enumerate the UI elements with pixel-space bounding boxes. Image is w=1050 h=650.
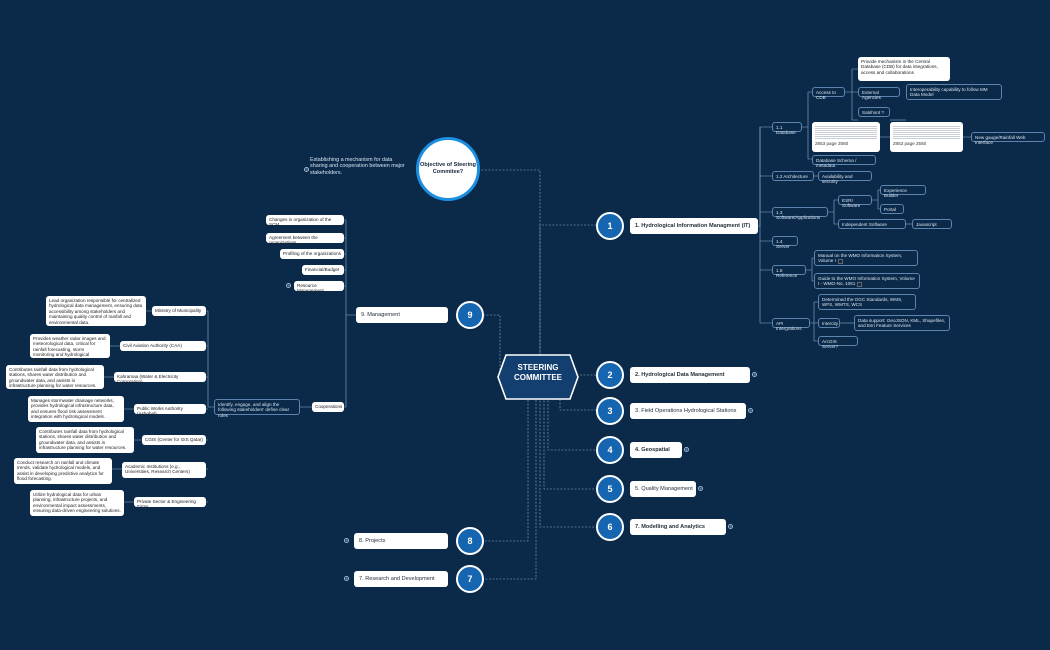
expand-icon[interactable]: + [752, 372, 757, 377]
objective-text: Establishing a mechanism for data sharin… [310, 157, 405, 176]
agreement-node[interactable]: Agreement between the organizations [266, 233, 344, 245]
branch-8-node[interactable]: 8. Projects [354, 533, 448, 549]
database-schema-node[interactable]: Database Schema / metadata [812, 155, 876, 168]
page-caption-1: 2853 page 2550 [815, 141, 849, 146]
availability-node[interactable]: Availability and security [818, 171, 872, 184]
independent-software-node[interactable]: Independent Software [838, 219, 906, 229]
branch-number-8[interactable]: 8 [456, 527, 484, 555]
link-icon[interactable] [857, 281, 863, 287]
org-name-3[interactable]: Public Works Authority (Ashghal) [134, 404, 206, 416]
branch-number-3[interactable]: 3 [596, 397, 624, 425]
org-name-6[interactable]: Private Sector & Engineering Firms [134, 497, 206, 509]
branch-5-node[interactable]: 5. Quality Management [630, 481, 696, 497]
org-desc-3[interactable]: Manages stormwater drainage networks, pr… [28, 396, 124, 422]
objective-title: Objective of Steering Commitee? [420, 162, 476, 175]
branch-3-node[interactable]: 3. Field Operations Hydrological Station… [630, 403, 746, 419]
branch-number-9[interactable]: 9 [456, 301, 484, 329]
document-preview-image [893, 125, 960, 139]
branch-number-7[interactable]: 7 [456, 565, 484, 593]
branch-number-5[interactable]: 5 [596, 475, 624, 503]
server-node[interactable]: 1.4 Server [772, 236, 798, 249]
interoperability-api-node[interactable]: Intercity [818, 318, 840, 328]
org-name-1[interactable]: Civil Aviation Authority (CAA) [120, 341, 206, 351]
resource-node[interactable]: Resource Management [294, 281, 344, 293]
ogc-standards-node[interactable]: Determined the OGC Standards, WMS, WFS, … [818, 294, 916, 310]
branch-2-node[interactable]: 2. Hydrological Data Management [630, 367, 750, 383]
identify-node[interactable]: Identify, engage, and align the followin… [214, 399, 300, 418]
software-node[interactable]: 1.3 Software/Applications [772, 207, 828, 220]
architecture-node[interactable]: 1.2 Architecture [772, 171, 814, 181]
branch-7-node[interactable]: 7. Research and Development [354, 571, 448, 587]
portal-node[interactable]: Portal [880, 204, 904, 214]
javascript-node[interactable]: Javascript [912, 219, 952, 229]
changes-node[interactable]: Changes in organization of the SCM [266, 215, 344, 227]
arcgis-server-node[interactable]: ArcGIS Server? [818, 336, 858, 349]
objective-node[interactable]: Objective of Steering Commitee? [416, 137, 480, 201]
expand-icon[interactable]: + [344, 576, 349, 581]
page-caption-2: 2853 page 2550 [893, 141, 927, 146]
org-name-2[interactable]: Kahramaa (Water & Electricity Corporatio… [114, 372, 206, 384]
external-agencies-node[interactable]: External Agencies [858, 87, 900, 100]
experience-builder-node[interactable]: Experience Builder [880, 185, 926, 198]
expand-icon[interactable]: + [728, 524, 733, 529]
interoperability-node[interactable]: Interoperability capability to follow MM… [906, 84, 1002, 100]
reference-node[interactable]: 1.5 Reference [772, 265, 806, 278]
center-line-2: COMMITTEE [514, 373, 562, 382]
page-thumbnail-2[interactable]: 2853 page 2550 [890, 122, 963, 152]
branch-6-node[interactable]: 7. Modelling and Analytics [630, 519, 726, 535]
org-name-0[interactable]: Ministry of Municipality [152, 306, 206, 316]
center-line-1: STEERING [517, 363, 559, 372]
branch-4-node[interactable]: 4. Geospatial [630, 442, 682, 458]
manual-reference-node[interactable]: Manual on the WMO Information System, Vo… [814, 250, 918, 266]
org-desc-2[interactable]: Contributes rainfall data from hydrologi… [6, 365, 104, 389]
branch-number-4[interactable]: 4 [596, 436, 624, 464]
access-cdb-node[interactable]: Access to CDB [812, 87, 845, 100]
cdb-description-node[interactable]: Provide mechanism in the Central Databas… [858, 57, 950, 81]
manual-reference-text: Manual on the WMO Information System, Vo… [818, 253, 903, 264]
expand-icon[interactable]: + [304, 167, 309, 172]
center-title: STEERING COMMITTEE [496, 363, 580, 383]
page-thumbnail-1[interactable]: 2853 page 2550 [812, 122, 880, 152]
expand-icon[interactable]: + [748, 408, 753, 413]
database-node[interactable]: 1.1 Database [772, 122, 802, 135]
branch-number-6[interactable]: 6 [596, 513, 624, 541]
satshoot-node[interactable]: Satshoot ? [858, 107, 890, 117]
org-name-4[interactable]: CGIS (Center for GIS Qatar) [142, 435, 206, 445]
guide-reference-node[interactable]: Guide to the WMO Information System, Vol… [814, 273, 920, 289]
org-desc-4[interactable]: Contributes rainfall data from hydrologi… [36, 427, 134, 453]
profiling-node[interactable]: Profiling of the organizations [280, 249, 344, 259]
cooperations-node[interactable]: Cooperations [312, 402, 344, 412]
expand-icon[interactable]: + [684, 447, 689, 452]
financial-node[interactable]: Financial/Budget [302, 265, 344, 275]
org-desc-5[interactable]: Conduct research on rainfall and climate… [14, 458, 112, 484]
esri-software-node[interactable]: ESRI Software [838, 195, 872, 208]
branch-9-node[interactable]: 9. Management [356, 307, 448, 323]
new-gauge-node[interactable]: New gauge/Rainfall Web Interface [971, 132, 1045, 145]
branch-1-node[interactable]: 1. Hydrological Information Managment (I… [630, 218, 758, 234]
branch-number-2[interactable]: 2 [596, 361, 624, 389]
steering-committee-hexagon[interactable] [496, 353, 580, 401]
api-integrations-node[interactable]: API Intergrations [772, 318, 810, 331]
branch-number-1[interactable]: 1 [596, 212, 624, 240]
expand-icon[interactable]: + [344, 538, 349, 543]
document-preview-image [815, 125, 877, 139]
org-name-5[interactable]: Academic Institutions (e.g., Universitie… [122, 462, 206, 478]
org-desc-0[interactable]: Lead organization responsible for centra… [46, 296, 146, 326]
expand-icon[interactable]: + [698, 486, 703, 491]
link-icon[interactable] [837, 258, 843, 264]
guide-reference-text: Guide to the WMO Information System, Vol… [818, 276, 915, 287]
org-desc-6[interactable]: Utilize hydrological data for urban plan… [30, 490, 124, 516]
expand-icon[interactable]: + [286, 283, 291, 288]
org-desc-1[interactable]: Provides weather radar images and meteor… [30, 334, 110, 363]
data-support-node[interactable]: Data support: GeoJSON, KML, Shapefiles, … [854, 315, 950, 331]
